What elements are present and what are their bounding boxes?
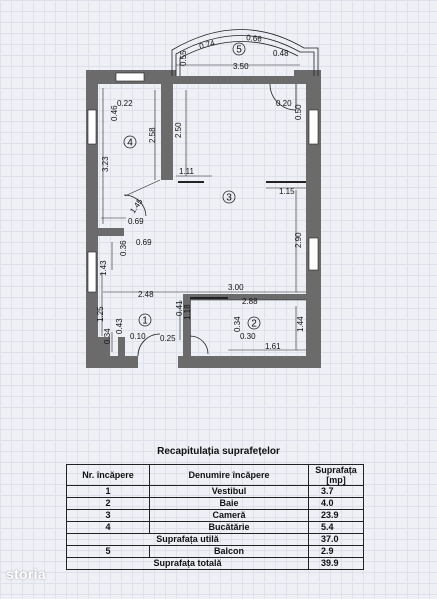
dimension-lines	[101, 64, 306, 352]
header-area: Suprafața [mp]	[308, 464, 364, 486]
balcony-nr: 5	[66, 545, 150, 558]
dim-066: 0.66	[246, 33, 263, 44]
dim-115: 1.15	[279, 187, 295, 196]
table-row: 1 Vestibul 3.7	[66, 485, 364, 498]
storia-watermark: storia	[6, 566, 46, 582]
dim-161: 1.61	[265, 342, 281, 351]
row-nr: 2	[66, 497, 150, 510]
dim-323: 3.23	[101, 156, 110, 172]
row-nr: 3	[66, 509, 150, 522]
balcony-area: 2.9	[308, 545, 364, 558]
row-area: 23.9	[308, 509, 364, 522]
dim-050: 0.50	[294, 104, 303, 120]
row-nr: 1	[66, 485, 150, 498]
room-number-3: 3	[226, 193, 232, 204]
floor-plan: 5 4 3 1 2 0.74 0.66 0.48 0.55 3.50 0.22 …	[86, 29, 321, 368]
useful-area-label: Suprafața utilă	[66, 533, 309, 546]
dim-248: 2.48	[138, 290, 154, 299]
dim-118: 1.18	[183, 304, 192, 320]
useful-area-row: Suprafața utilă 37.0	[66, 533, 364, 546]
dim-010: 0.10	[130, 332, 146, 341]
dim-030: 0.30	[240, 332, 256, 341]
dim-144: 1.44	[296, 316, 305, 332]
dim-046: 0.46	[110, 105, 119, 121]
total-area-value: 39.9	[308, 557, 364, 570]
room-number-1: 1	[142, 316, 148, 327]
dim-055: 0.55	[179, 50, 188, 66]
row-area: 4.0	[308, 497, 364, 510]
dim-043: 0.43	[115, 318, 124, 334]
total-area-label: Suprafața totală	[66, 557, 309, 570]
row-nr: 4	[66, 521, 150, 534]
dim-025: 0.25	[160, 334, 176, 343]
dim-300: 3.00	[228, 283, 244, 292]
useful-area-value: 37.0	[308, 533, 364, 546]
dim-069-bottom: 0.69	[136, 238, 152, 247]
area-summary-table: Nr. încăpere Denumire încăpere Suprafața…	[66, 464, 364, 570]
dim-145: 1.45	[128, 197, 145, 215]
table-row: 3 Cameră 23.9	[66, 509, 364, 522]
dim-111: 1.11	[179, 167, 195, 176]
room-number-4: 4	[127, 138, 133, 149]
room-number-5: 5	[236, 45, 242, 56]
dim-074: 0.74	[198, 38, 216, 51]
dim-036: 0.36	[119, 240, 128, 256]
dim-041: 0.41	[175, 300, 184, 316]
dim-020: 0.20	[276, 99, 292, 108]
dim-022: 0.22	[117, 99, 133, 108]
total-area-row: Suprafața totală 39.9	[66, 557, 364, 570]
dim-034-right: 0.34	[233, 316, 242, 332]
dim-350: 3.50	[233, 62, 249, 71]
dim-125: 1.25	[96, 306, 105, 322]
balcony-row: 5 Balcon 2.9	[66, 545, 364, 558]
room-number-circles	[123, 42, 261, 330]
room-number-2: 2	[251, 319, 257, 330]
windows	[87, 72, 319, 293]
walls	[86, 70, 321, 368]
row-name: Vestibul	[149, 485, 309, 498]
dim-290: 2.90	[294, 232, 303, 248]
header-name: Denumire încăpere	[149, 464, 309, 486]
table-row: 2 Baie 4.0	[66, 497, 364, 510]
row-name: Cameră	[149, 509, 309, 522]
row-name: Baie	[149, 497, 309, 510]
dim-143: 1.43	[99, 260, 108, 276]
table-header-row: Nr. încăpere Denumire încăpere Suprafața…	[66, 464, 364, 486]
dim-288: 2.88	[242, 297, 258, 306]
row-area: 3.7	[308, 485, 364, 498]
dim-034-left: 0.34	[103, 328, 112, 344]
dim-258: 2.58	[148, 127, 157, 143]
row-area: 5.4	[308, 521, 364, 534]
balcony-name: Balcon	[149, 545, 309, 558]
header-nr: Nr. încăpere	[66, 464, 150, 486]
dim-069-top: 0.69	[128, 217, 144, 226]
doors	[123, 83, 306, 357]
balcony-outline	[171, 29, 319, 76]
row-name: Bucătărie	[149, 521, 309, 534]
dim-048: 0.48	[273, 49, 289, 58]
dim-250: 2.50	[174, 122, 183, 138]
table-row: 4 Bucătărie 5.4	[66, 521, 364, 534]
summary-title: Recapitulația suprafețelor	[157, 446, 280, 457]
